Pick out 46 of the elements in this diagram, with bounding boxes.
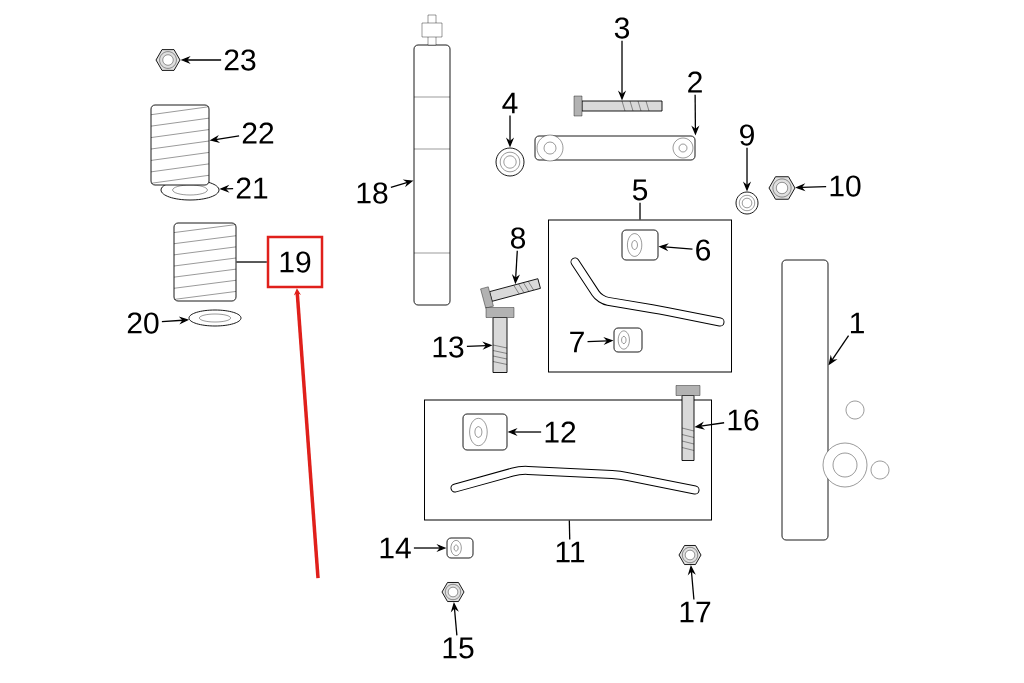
bushing xyxy=(462,413,508,451)
bolt xyxy=(675,385,701,461)
nut xyxy=(155,49,181,71)
bolt xyxy=(480,278,541,309)
callout-number: 18 xyxy=(357,182,388,204)
bolt xyxy=(573,95,663,117)
steering-knuckle xyxy=(781,259,890,541)
coil-spring xyxy=(173,222,237,302)
bushing xyxy=(446,537,474,559)
group-frame xyxy=(548,219,732,373)
callout-number: 5 xyxy=(632,179,648,201)
callout-number: 13 xyxy=(433,336,464,358)
callout-number: 9 xyxy=(740,124,754,146)
callout-number: 10 xyxy=(830,175,861,197)
callout-number: 12 xyxy=(545,421,576,443)
callout-number: 11 xyxy=(556,541,585,563)
callout-number: 8 xyxy=(510,227,526,249)
callout-number: 22 xyxy=(242,122,274,144)
callout-number: 15 xyxy=(443,637,474,659)
shock-absorber xyxy=(413,14,451,306)
callout-number: 20 xyxy=(127,312,159,334)
nut xyxy=(768,176,796,200)
callout-number: 16 xyxy=(728,409,759,431)
leader-line xyxy=(568,519,571,541)
nut xyxy=(441,582,465,602)
callout-number: 6 xyxy=(696,239,711,261)
callout-number: 2 xyxy=(688,71,702,93)
bushing xyxy=(621,229,659,261)
callout-number: 23 xyxy=(224,49,256,71)
washer xyxy=(495,147,525,177)
bolt xyxy=(485,307,515,373)
leader-line xyxy=(639,202,641,221)
bushing xyxy=(613,327,643,353)
callout-number: 3 xyxy=(614,17,630,39)
group-frame xyxy=(424,399,712,521)
nut xyxy=(678,545,702,565)
callout-number: 14 xyxy=(380,537,411,559)
callout-number: 17 xyxy=(680,601,711,623)
spring-seat xyxy=(188,309,242,327)
control-arm xyxy=(534,134,696,162)
callout-number: 21 xyxy=(236,177,268,199)
leader-line xyxy=(235,261,268,263)
washer xyxy=(735,191,759,215)
callout-number: 7 xyxy=(570,331,584,353)
callout-number: 4 xyxy=(502,92,518,114)
callout-number: 19 xyxy=(266,235,324,289)
